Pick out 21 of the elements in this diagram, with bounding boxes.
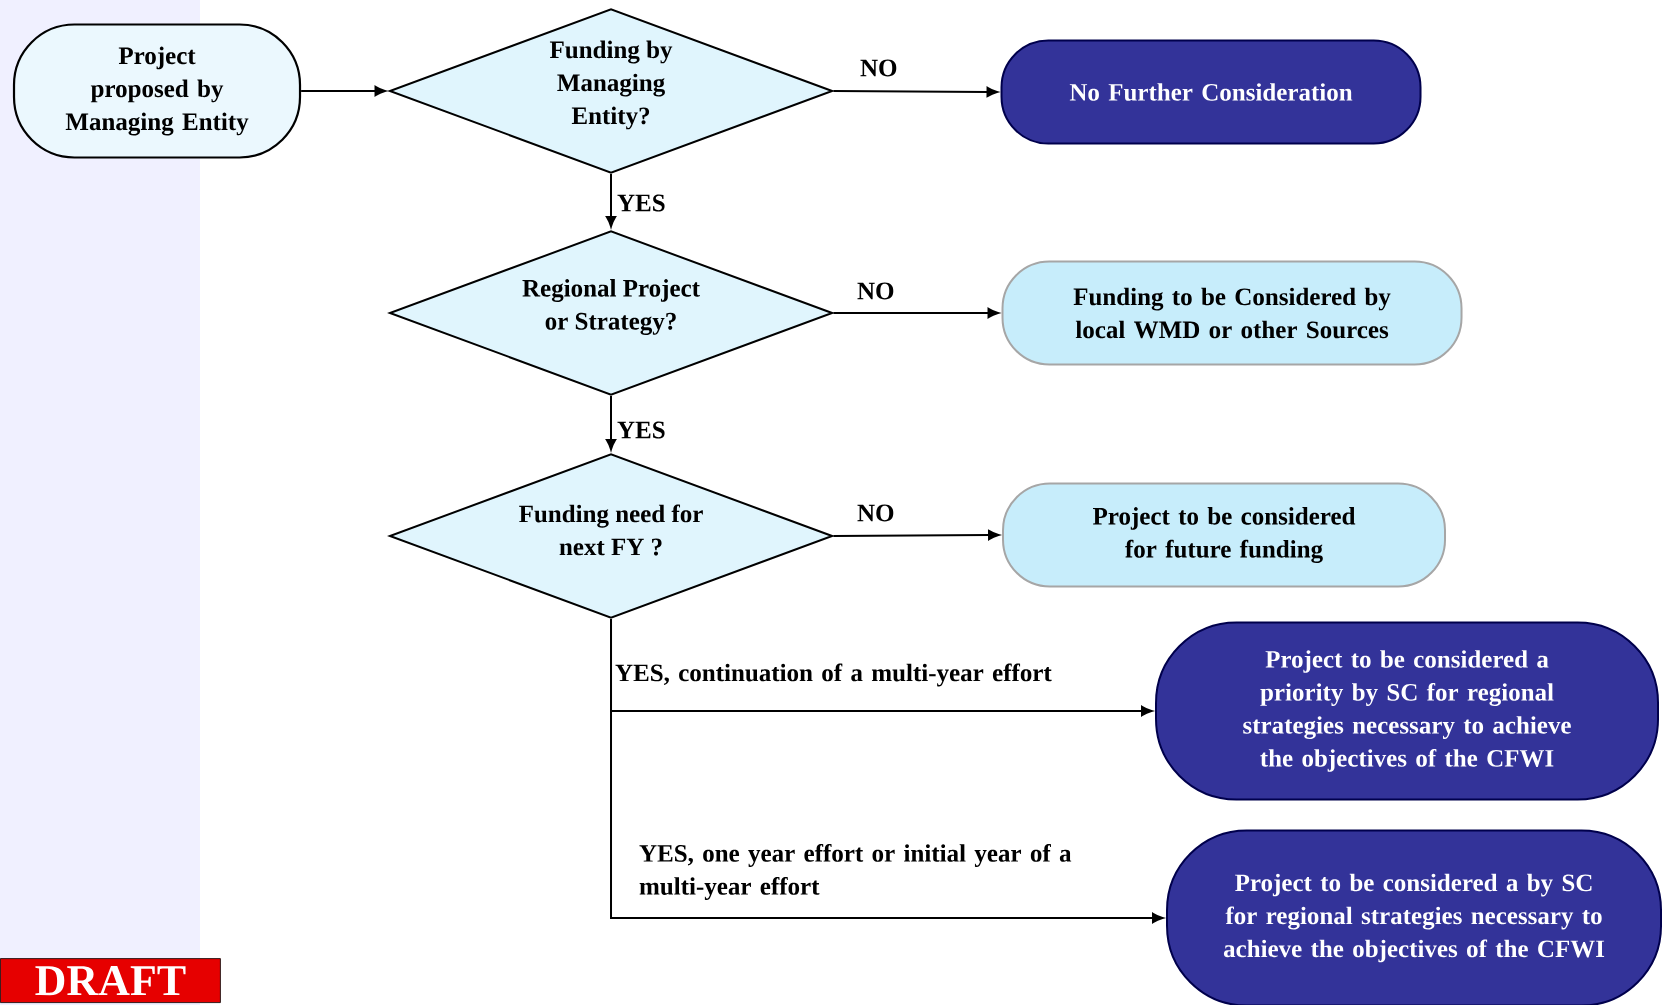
start-box: Project proposed by Managing Entity: [12, 23, 302, 159]
edge-label: NO: [857, 504, 894, 522]
edge-label: NO: [860, 59, 897, 77]
arrow: [832, 529, 1000, 541]
arrow: [832, 307, 999, 319]
arrow: [605, 173, 617, 228]
arrow: [610, 618, 1164, 924]
edge-label: YES, one year effort or initial year of a multi-year effort: [639, 844, 1072, 900]
outcome-box: No Further Consideration: [1000, 39, 1422, 145]
outcome-box: Project to be considered a by SC for regional strategies necessary to achieve the objectives of the CFWI: [1166, 829, 1662, 1005]
arrow: [832, 86, 998, 98]
edge-label: YES, continuation of a multi-year effort: [615, 663, 1052, 687]
outcome-box: Project to be considered a priority by SC for regional strategies necessary to achieve the objectives of the CFWI: [1155, 621, 1659, 801]
draft-stamp: DRAFT: [0, 958, 221, 1003]
arrow: [300, 85, 386, 97]
edge-label: YES: [617, 421, 665, 439]
edge-label: YES: [617, 194, 665, 212]
arrow: [605, 395, 617, 451]
edge-label: NO: [857, 282, 894, 300]
outcome-box: Funding to be Considered by local WMD or other Sources: [1001, 260, 1463, 366]
outcome-box: Project to be considered for future funding: [1002, 482, 1446, 588]
